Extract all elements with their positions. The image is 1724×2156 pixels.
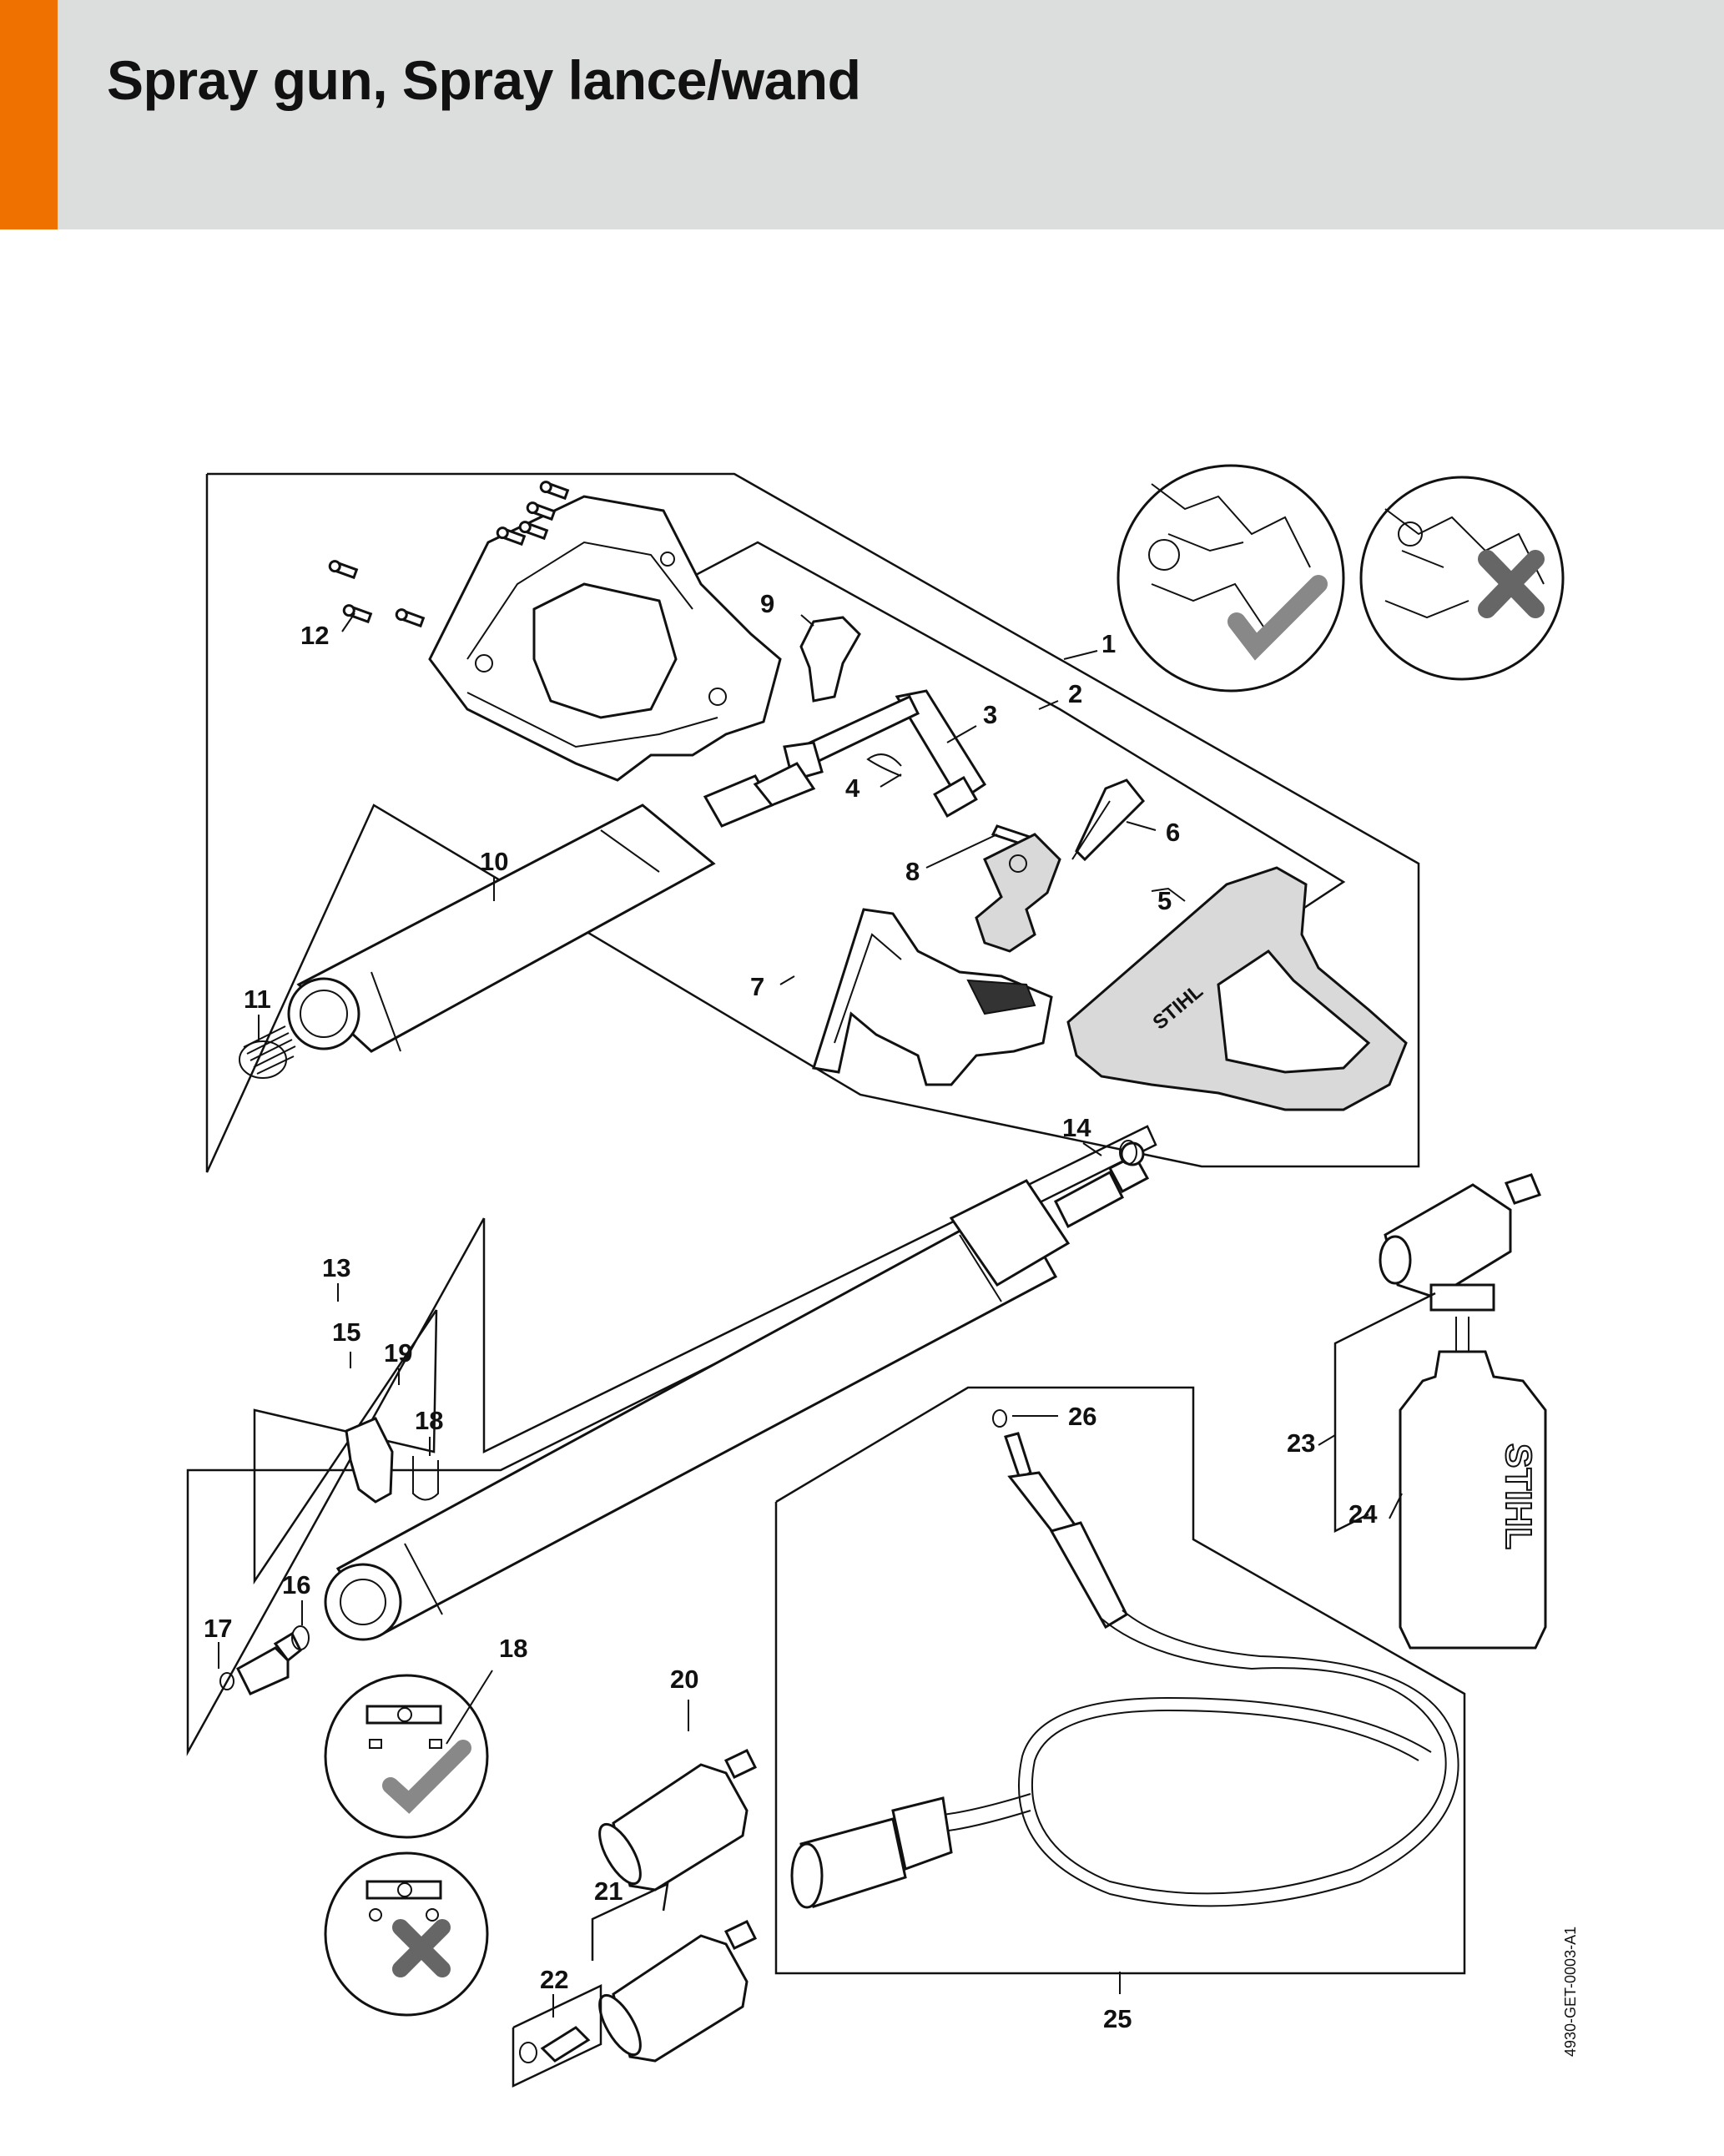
part-19-bracket (345, 1417, 394, 1504)
callout-25: 25 (1103, 2004, 1132, 2033)
part-21-nozzle (591, 1881, 758, 2063)
page-header: Spray gun, Spray lance/wand (0, 0, 1724, 229)
spray-lance-tube (324, 1141, 1150, 1641)
part-17-connector (219, 1631, 302, 1695)
callout-15: 15 (332, 1317, 360, 1347)
callout-23: 23 (1287, 1428, 1315, 1458)
callout-14: 14 (1062, 1113, 1091, 1142)
callout-9: 9 (760, 589, 774, 618)
spray-gun-handle-grip: STIHL (1066, 866, 1408, 1111)
part-22-insert (512, 1984, 602, 2088)
callout-18-detail: 18 (499, 1634, 527, 1663)
group-frame-23 (1333, 1292, 1436, 1534)
callout-26: 26 (1068, 1402, 1096, 1431)
cross-mark-icon (1478, 550, 1545, 618)
group-frame-1 (205, 472, 1420, 1173)
part-8-pin-and-valve (975, 824, 1061, 953)
callout-2: 2 (1068, 679, 1082, 708)
handle-housing-half (428, 495, 782, 782)
part-4-clip (866, 753, 902, 777)
check-mark-icon (1227, 575, 1328, 661)
part-26-o-ring (992, 1409, 1007, 1428)
group-frame-25 (774, 1386, 1466, 1975)
accent-bar (0, 0, 58, 229)
reference-code: 4930-GET-0003-A1 (1562, 1927, 1579, 2057)
page-title: Spray gun, Spray lance/wand (107, 49, 861, 111)
callout-1: 1 (1101, 629, 1116, 658)
callout-20: 20 (670, 1665, 698, 1694)
bottle-brand-logo: STIHL (1498, 1443, 1539, 1549)
part-3-valve-tube (783, 689, 987, 819)
part-10-gun-tube (287, 762, 816, 1053)
group-frame-2 (693, 541, 1346, 911)
callout-22: 22 (540, 1965, 568, 1994)
callout-10: 10 (480, 847, 508, 876)
part-18-clip (412, 1456, 439, 1501)
callout-4: 4 (845, 773, 860, 803)
callout-21: 21 (594, 1876, 623, 1906)
part-24-bottle: STIHL (1399, 1317, 1547, 1650)
callout-11: 11 (244, 985, 271, 1014)
part-16-o-ring (291, 1625, 310, 1650)
part-25-hose (790, 1432, 1459, 1909)
callout-16: 16 (282, 1570, 310, 1599)
detail-inset-clip-correct (324, 1674, 489, 1839)
part-20-nozzle (598, 1749, 758, 1892)
part-7-trigger (812, 908, 1053, 1086)
group-frame-15 (253, 1309, 438, 1585)
part-6-trigger-lock (1071, 778, 1146, 862)
part-23-foam-nozzle (1379, 1173, 1542, 1312)
callout-12: 12 (300, 621, 329, 650)
screws-12 (328, 481, 570, 628)
leader-lines (218, 612, 1403, 2017)
callout-19: 19 (384, 1338, 412, 1368)
detail-inset-incorrect (1359, 476, 1565, 681)
part-14-o-ring (1119, 1140, 1137, 1165)
part-11-spring (239, 1025, 296, 1079)
part-9-clip (799, 616, 861, 703)
callout-labels: 1 2 3 4 5 6 7 8 9 10 11 12 13 14 15 16 1… (204, 589, 1378, 2033)
callout-24: 24 (1348, 1499, 1378, 1529)
detail-inset-clip-incorrect (324, 1851, 489, 2017)
callout-6: 6 (1166, 818, 1180, 847)
callout-7: 7 (750, 972, 764, 1001)
detail-inset-correct (1117, 464, 1345, 693)
callout-18: 18 (415, 1406, 443, 1435)
callout-13: 13 (322, 1253, 350, 1282)
callout-5: 5 (1157, 886, 1172, 915)
callout-17: 17 (204, 1614, 232, 1643)
callout-3: 3 (983, 700, 997, 729)
callout-8: 8 (905, 857, 920, 886)
